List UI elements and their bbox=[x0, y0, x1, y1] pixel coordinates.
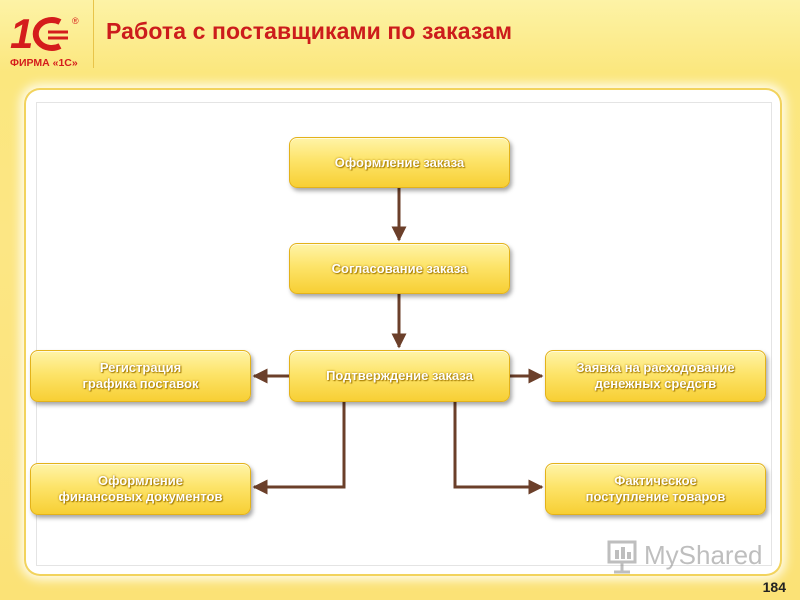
page-title: Работа с поставщиками по заказам bbox=[106, 18, 513, 44]
node-financial-docs: Оформление финансовых документов bbox=[30, 463, 251, 515]
node-order-approval: Согласование заказа bbox=[289, 243, 510, 294]
page-number: 184 bbox=[762, 579, 786, 595]
logo-caption: ФИРМА «1С» bbox=[10, 57, 78, 69]
node-expense-request: Заявка на расходование денежных средств bbox=[545, 350, 766, 402]
arrow-confirmation-to-goods-receipt bbox=[453, 402, 544, 495]
node-order-creation: Оформление заказа bbox=[289, 137, 510, 188]
firma-1c-logo: 1 ® ФИРМА «1С» bbox=[10, 10, 79, 69]
arrow-confirmation-to-financial-docs bbox=[252, 402, 346, 495]
header-divider bbox=[93, 0, 94, 68]
node-goods-receipt: Фактическое поступление товаров bbox=[545, 463, 766, 515]
svg-text:1: 1 bbox=[10, 10, 33, 57]
watermark: MyShared bbox=[606, 538, 766, 574]
watermark-text: MyShared bbox=[644, 540, 763, 570]
registered-mark: ® bbox=[72, 16, 79, 26]
presentation-board-icon bbox=[607, 540, 637, 574]
node-order-confirmation: Подтверждение заказа bbox=[289, 350, 510, 402]
node-delivery-schedule: Регистрация графика поставок bbox=[30, 350, 251, 402]
